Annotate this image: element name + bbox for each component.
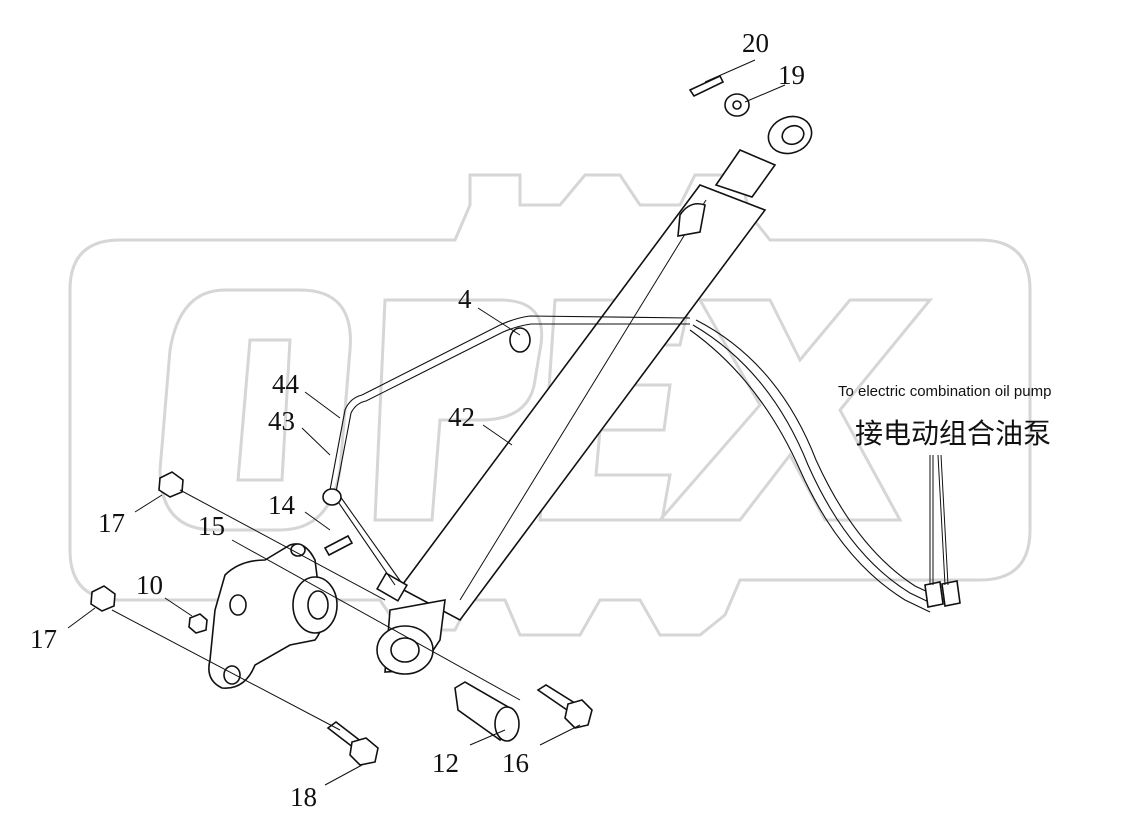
hose-fitting-b xyxy=(941,580,961,607)
hydraulic-cylinder xyxy=(376,115,813,675)
callout-44: 44 xyxy=(272,369,300,399)
nut-17-lower xyxy=(90,585,116,612)
callout-15: 15 xyxy=(198,511,225,541)
hose-fitting-a xyxy=(924,581,944,608)
annotation-english: To electric combination oil pump xyxy=(838,383,1051,400)
callout-17-lower: 17 xyxy=(30,624,57,654)
watermark-logo xyxy=(68,173,1032,637)
leader-lines xyxy=(67,59,949,786)
callout-4: 4 xyxy=(458,284,472,314)
annotation-chinese: 接电动组合油泵 xyxy=(855,417,1051,450)
callout-42: 42 xyxy=(448,402,475,432)
mounting-bracket xyxy=(208,543,338,689)
callout-17-upper: 17 xyxy=(98,508,125,538)
nut-10 xyxy=(188,613,208,634)
callout-43: 43 xyxy=(268,406,295,436)
bolt-20 xyxy=(688,74,725,98)
tube-nut xyxy=(322,488,342,506)
callout-20: 20 xyxy=(742,28,769,58)
callout-labels: 20 19 4 44 43 42 14 17 15 10 17 12 16 18 xyxy=(30,28,805,812)
callout-14: 14 xyxy=(268,490,296,520)
fasteners xyxy=(90,74,750,766)
screw-14 xyxy=(323,534,354,557)
callout-19: 19 xyxy=(778,60,805,90)
callout-16: 16 xyxy=(502,748,529,778)
callout-18: 18 xyxy=(290,782,317,812)
callout-10: 10 xyxy=(136,570,163,600)
callout-12: 12 xyxy=(432,748,459,778)
hydraulic-tubes xyxy=(322,315,961,613)
nut-17-upper xyxy=(158,471,184,498)
tube-clamp xyxy=(509,327,531,353)
